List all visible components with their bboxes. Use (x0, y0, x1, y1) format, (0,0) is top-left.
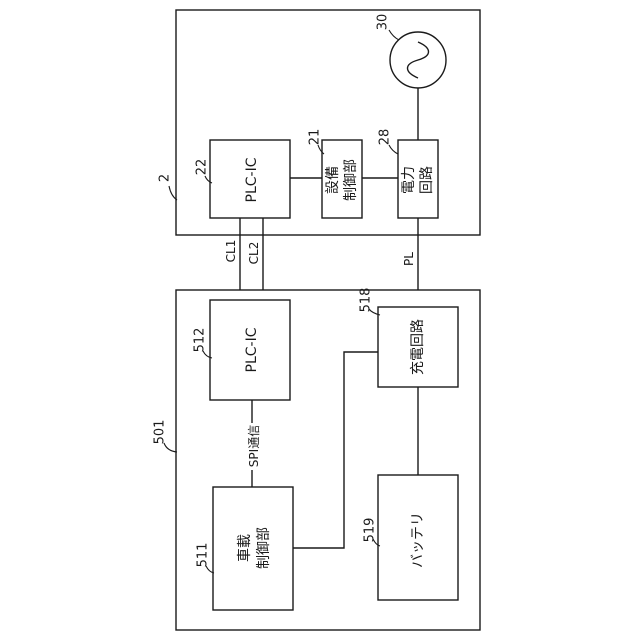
facility-plc-ic-ref: 22 (195, 159, 210, 176)
equipment-controller-ref: 21 (308, 129, 323, 146)
facility-plc-ic-label: PLC-IC (244, 157, 260, 202)
vehicle-ref: 501 (153, 420, 168, 445)
pl-label: PL (402, 252, 416, 266)
spi-label: SPI通信 (247, 425, 261, 467)
power-circuit-line2: 回路 (419, 166, 435, 194)
cl1-label: CL1 (224, 240, 238, 263)
vehicle-controller-line2: 制御部 (256, 527, 272, 569)
ac-source-ref: 30 (376, 14, 391, 31)
vehicle-controller-box (213, 487, 293, 610)
facility-ref: 2 (158, 174, 173, 182)
equipment-controller-line2: 制御部 (343, 159, 359, 201)
battery-label: バッテリ (410, 512, 426, 568)
vehicle-controller-ref: 511 (196, 543, 211, 568)
power-circuit-line1: 電力 (401, 166, 417, 194)
power-circuit-ref: 28 (378, 129, 393, 146)
vehicle-plc-ic-ref: 512 (193, 328, 208, 353)
equipment-controller-line1: 設備 (325, 166, 341, 194)
vehicle-controller-line1: 車載 (236, 534, 253, 562)
charging-circuit-ref: 518 (359, 288, 374, 313)
battery-ref: 519 (363, 518, 378, 543)
charging-circuit-label: 充電回路 (410, 319, 426, 375)
vehicle-plc-ic-label: PLC-IC (244, 327, 260, 372)
cl2-label: CL2 (247, 242, 261, 265)
